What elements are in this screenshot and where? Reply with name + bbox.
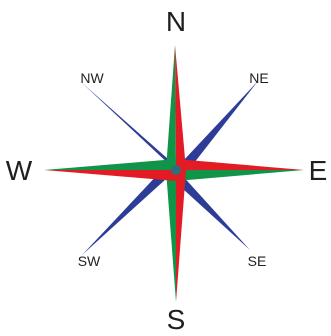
- direction-label-w: W: [6, 155, 33, 186]
- compass-point-w-top: [44, 159, 176, 170]
- compass-point-ne: [183, 81, 258, 172]
- compass-point-s-left: [166, 170, 176, 302]
- direction-label-nw: NW: [80, 70, 104, 86]
- direction-label-sw: SW: [78, 253, 101, 269]
- direction-label-ne: NE: [249, 70, 268, 86]
- compass-point-sw: [82, 171, 166, 255]
- direction-label-n: N: [166, 6, 186, 37]
- compass-point-nw: [81, 82, 172, 167]
- direction-label-s: S: [167, 304, 186, 335]
- compass-point-n-right: [175, 45, 186, 170]
- compass-center-hub: [171, 165, 181, 175]
- direction-label-se: SE: [248, 253, 267, 269]
- compass-point-e-bottom: [176, 170, 304, 181]
- compass-point-n-left: [166, 45, 176, 170]
- direction-label-e: E: [309, 155, 328, 186]
